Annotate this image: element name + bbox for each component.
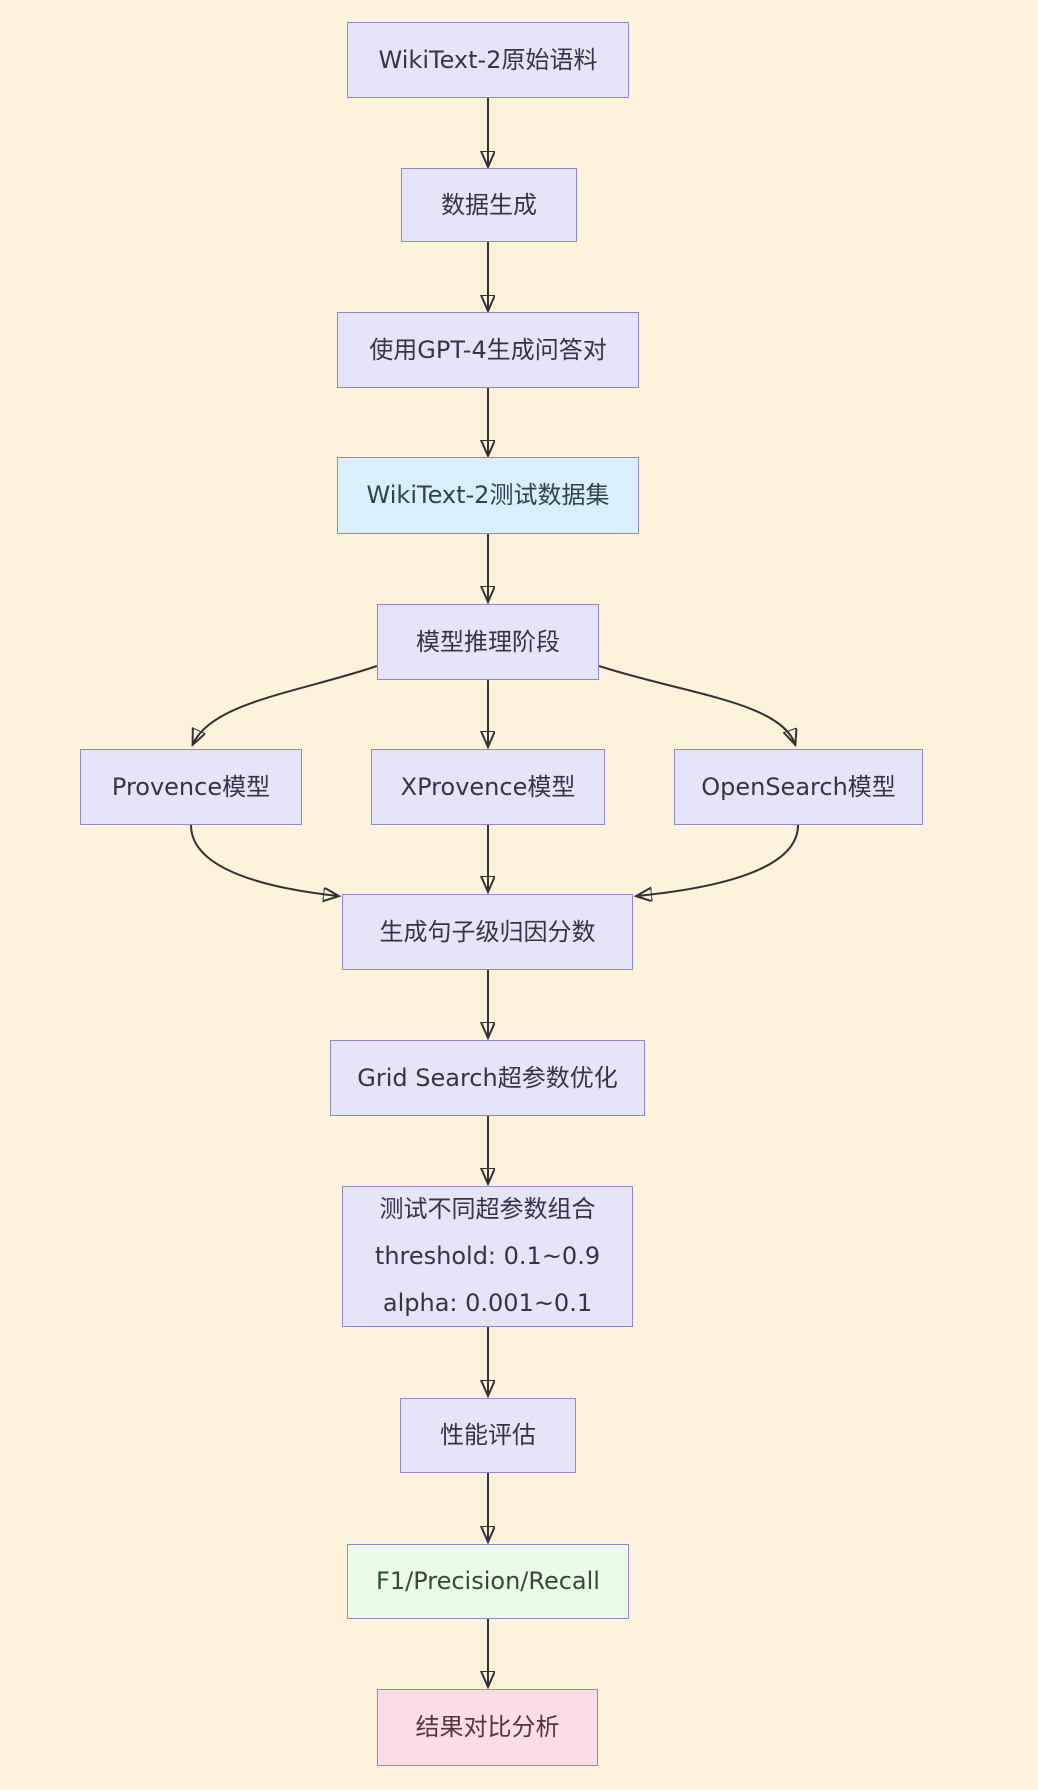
node-result-comparison-analysis: 结果对比分析: [377, 1689, 598, 1766]
node-label: 使用GPT-4生成问答对: [369, 335, 607, 364]
node-label: 模型推理阶段: [416, 627, 560, 656]
node-label: Provence模型: [111, 772, 271, 801]
node-model-inference-stage: 模型推理阶段: [377, 604, 599, 680]
node-label: 数据生成: [441, 190, 537, 219]
node-label: WikiText-2测试数据集: [366, 481, 610, 510]
arrow-provence-to-scores: [190, 824, 338, 896]
node-label-line-1: 测试不同超参数组合: [379, 1195, 596, 1224]
node-f1-precision-recall: F1/Precision/Recall: [347, 1544, 629, 1619]
node-performance-evaluation: 性能评估: [400, 1398, 576, 1473]
node-wikitext2-corpus: WikiText-2原始语料: [347, 22, 629, 98]
node-label: Grid Search超参数优化: [357, 1063, 618, 1092]
node-sentence-attribution-scores: 生成句子级归因分数: [342, 894, 633, 970]
node-label: 生成句子级归因分数: [379, 917, 596, 946]
node-grid-search-optimization: Grid Search超参数优化: [330, 1040, 645, 1116]
node-label-line-3: alpha: 0.001~0.1: [382, 1288, 593, 1317]
node-label: WikiText-2原始语料: [378, 45, 598, 74]
node-provence-model: Provence模型: [80, 749, 302, 825]
node-wikitext2-testset: WikiText-2测试数据集: [337, 457, 639, 534]
node-opensearch-model: OpenSearch模型: [674, 749, 923, 825]
node-label: F1/Precision/Recall: [376, 1567, 600, 1596]
node-data-generation: 数据生成: [401, 168, 577, 242]
node-label: XProvence模型: [400, 772, 576, 801]
node-hyperparameter-combinations: 测试不同超参数组合 threshold: 0.1~0.9 alpha: 0.00…: [342, 1186, 633, 1327]
node-label: 结果对比分析: [415, 1713, 560, 1742]
node-label: OpenSearch模型: [701, 772, 896, 801]
node-gpt4-qa-pairs: 使用GPT-4生成问答对: [337, 312, 639, 388]
node-label: 性能评估: [440, 1421, 536, 1450]
arrow-opensearch-to-scores: [637, 824, 799, 896]
node-label-line-2: threshold: 0.1~0.9: [374, 1242, 601, 1271]
arrow-inference-to-provence: [193, 665, 378, 744]
node-xprovence-model: XProvence模型: [371, 749, 605, 825]
arrow-inference-to-opensearch: [598, 665, 795, 744]
